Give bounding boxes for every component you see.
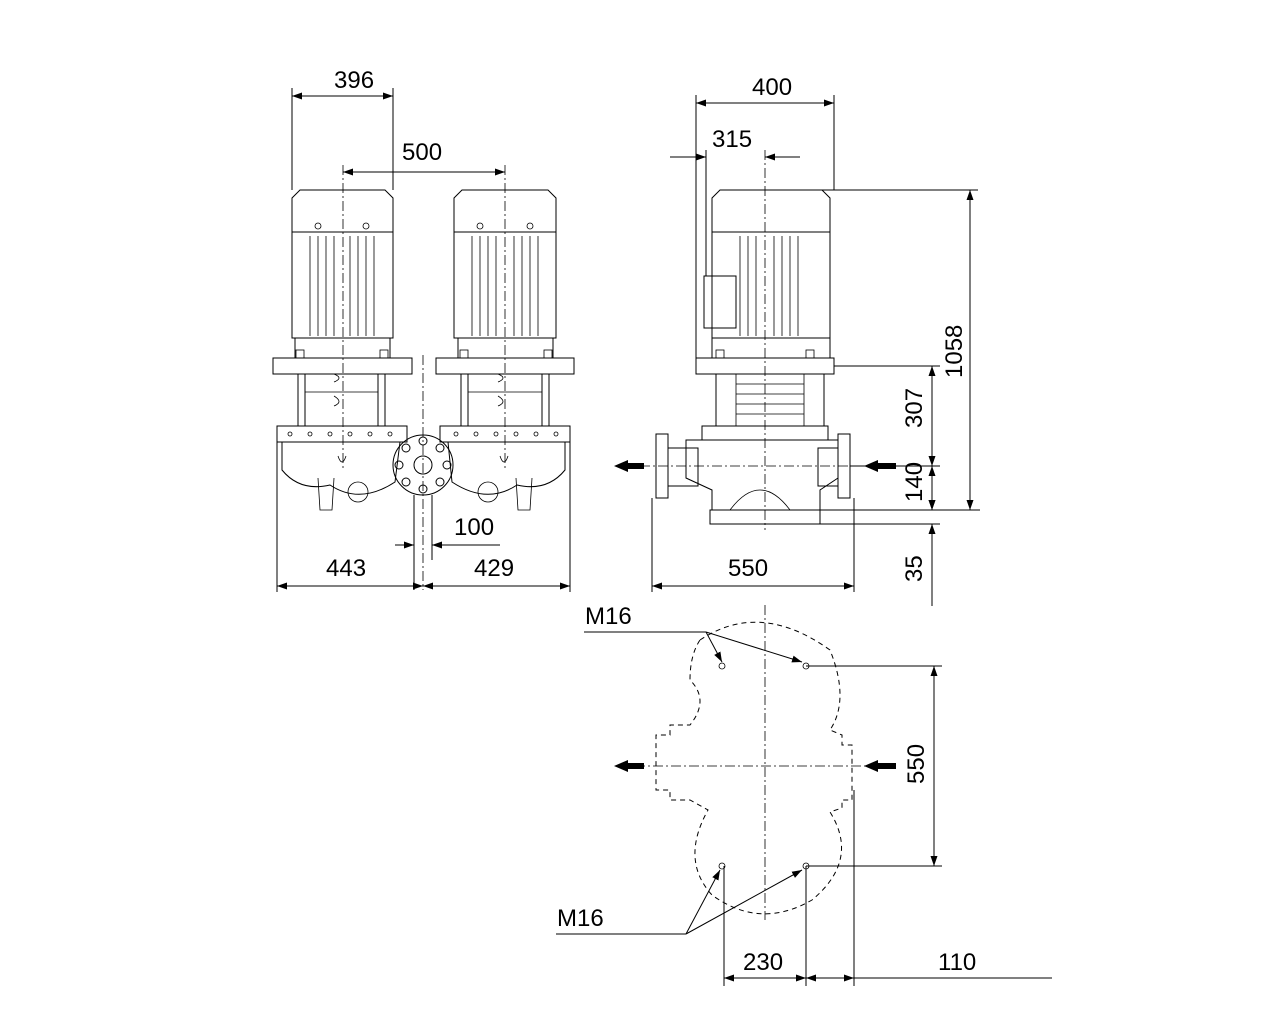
front-view: 396 500 100 443 429 xyxy=(272,67,575,592)
base-plate-height-label: 35 xyxy=(901,555,928,582)
motor-offset-label: 315 xyxy=(712,126,752,153)
coupling-height-label: 307 xyxy=(901,388,928,428)
pump-housings xyxy=(276,425,571,511)
left-motor xyxy=(272,189,413,427)
right-motor xyxy=(435,189,575,427)
bolt-spacing-horizontal-label: 230 xyxy=(743,949,783,976)
outlet-flow-arrow xyxy=(614,460,644,472)
left-half-length-label: 443 xyxy=(326,555,366,582)
overall-height-label: 1058 xyxy=(941,325,968,378)
side-view: 400 315 1058 307 140 35 550 xyxy=(614,74,980,606)
bolt-top-label: M16 xyxy=(585,603,632,630)
right-half-length-label: 429 xyxy=(474,555,514,582)
port-to-port-label: 550 xyxy=(728,555,768,582)
motor-spacing-label: 500 xyxy=(402,139,442,166)
foundation-plan: M16 M16 550 230 110 xyxy=(556,603,1052,986)
center-offset-label: 100 xyxy=(454,514,494,541)
edge-offset-label: 110 xyxy=(938,949,976,976)
base-to-flange-label: 140 xyxy=(901,462,928,502)
bolt-spacing-vertical-label: 550 xyxy=(903,744,930,784)
motor-width-label: 396 xyxy=(334,67,374,94)
bolt-bottom-label: M16 xyxy=(557,905,604,932)
overall-width-label: 400 xyxy=(752,74,792,101)
